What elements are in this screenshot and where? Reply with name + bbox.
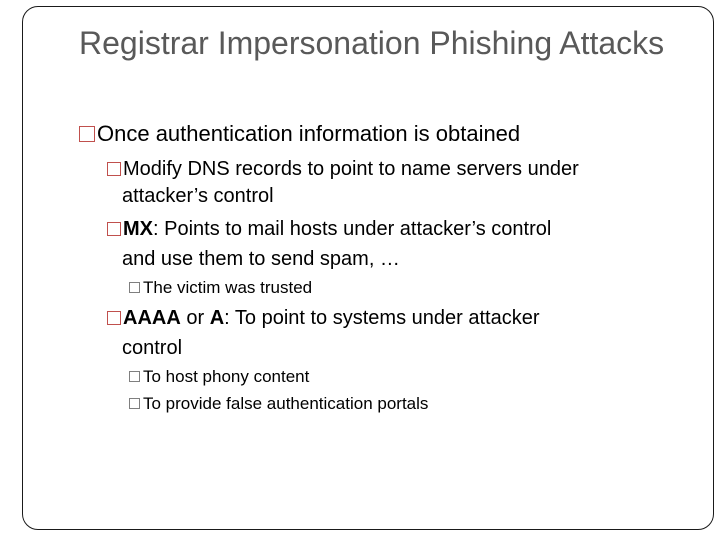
bullet-level2-aaaa: AAAA or A: To point to systems under att…	[107, 303, 539, 333]
bullet-text: Once authentication information is obtai…	[97, 121, 521, 146]
bullet-continuation: and use them to send spam, …	[122, 248, 400, 270]
bullet-square-icon	[129, 282, 140, 293]
bullet-text: To host phony content	[143, 367, 310, 386]
bullet-square-icon	[129, 371, 140, 382]
bullet-square-icon	[107, 222, 121, 236]
bullet-level3-victim: The victim was trusted	[129, 277, 312, 299]
bullet-level3-portals: To provide false authentication portals	[129, 393, 428, 415]
bullet-text: The victim was trusted	[143, 278, 313, 297]
slide-title: Registrar Impersonation Phishing Attacks	[79, 25, 665, 61]
bold-term-a: A	[209, 307, 225, 329]
bold-term-mx: MX	[123, 218, 153, 240]
slide-frame	[22, 6, 714, 530]
bullet-continuation: control	[122, 337, 183, 359]
bullet-level1: Once authentication information is obtai…	[79, 120, 520, 148]
bullet-text: : To point to systems under attacker	[224, 307, 540, 329]
bullet-text: To provide false authentication portals	[143, 394, 429, 413]
bullet-square-icon	[107, 311, 121, 325]
bold-term-aaaa: AAAA	[123, 307, 181, 329]
bullet-level2-mx: MX: Points to mail hosts under attacker’…	[107, 214, 551, 244]
bullet-text: or	[180, 307, 210, 329]
bullet-square-icon	[107, 162, 121, 176]
bullet-square-icon	[129, 398, 140, 409]
bullet-text: : Points to mail hosts under attacker’s …	[153, 218, 552, 240]
bullet-text: Modify DNS records to point to name serv…	[123, 158, 579, 180]
bullet-level3-phony: To host phony content	[129, 366, 309, 388]
bullet-square-icon	[79, 126, 95, 142]
bullet-continuation: attacker’s control	[122, 185, 274, 207]
bullet-level2-dns: Modify DNS records to point to name serv…	[107, 154, 579, 184]
